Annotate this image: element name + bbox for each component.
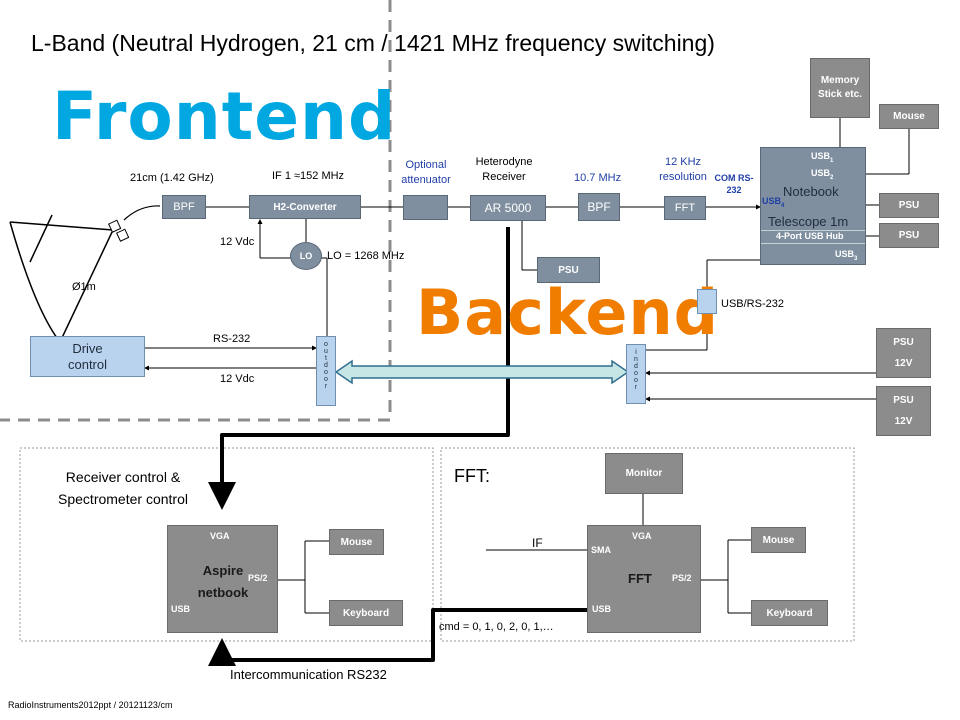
fft-vga-port[interactable]: VGA bbox=[632, 531, 652, 541]
notebook-label: Notebook bbox=[783, 184, 839, 199]
psu-12v-2-label: PSU bbox=[893, 395, 914, 406]
psu-12v-2-voltage: 12V bbox=[894, 416, 913, 427]
intercom-label: Intercommunication RS232 bbox=[230, 667, 387, 682]
aspire-netbook[interactable]: VGA Aspire netbook PS/2 USB bbox=[167, 525, 278, 633]
fft-section-label: FFT: bbox=[454, 466, 490, 486]
page-title: L-Band (Neutral Hydrogen, 21 cm / 1421 M… bbox=[31, 30, 715, 56]
drive-control-block[interactable]: Drive control bbox=[30, 336, 145, 377]
vertical-letter: o bbox=[634, 377, 638, 384]
wavelength-label: 21cm (1.42 GHz) bbox=[130, 172, 214, 184]
vertical-letter: o bbox=[634, 370, 638, 377]
usb-hub-label: 4-Port USB Hub bbox=[776, 231, 844, 241]
vertical-letter: o bbox=[324, 376, 328, 383]
fft-pc-name: FFT bbox=[628, 571, 652, 586]
drive-12vdc-label: 12 Vdc bbox=[220, 373, 255, 385]
aspire-mouse[interactable]: Mouse bbox=[329, 529, 384, 555]
fft-mouse[interactable]: Mouse bbox=[751, 527, 806, 553]
attenuator-block[interactable] bbox=[403, 195, 448, 220]
aspire-name: Aspire netbook bbox=[197, 563, 249, 600]
frontend-boundary bbox=[0, 0, 392, 422]
fft-frame bbox=[440, 447, 855, 642]
vertical-letter: d bbox=[324, 362, 328, 369]
vertical-letter: r bbox=[324, 383, 328, 390]
mouse-top-block[interactable]: Mouse bbox=[879, 104, 939, 129]
vertical-letter: o bbox=[324, 341, 328, 348]
fft-usb-port[interactable]: USB bbox=[592, 604, 612, 614]
optional-attenuator-label: Optional attenuator bbox=[401, 159, 451, 186]
aspire-ps2-port[interactable]: PS/2 bbox=[248, 573, 268, 583]
if2-label: 10.7 MHz bbox=[574, 172, 622, 184]
footer-label: RadioInstruments2012ppt / 20121123/cm bbox=[8, 700, 173, 710]
aspire-keyboard[interactable]: Keyboard bbox=[329, 600, 403, 626]
com-port-label: COM RS-232 bbox=[714, 173, 754, 195]
frontend-12vdc-label: 12 Vdc bbox=[220, 236, 255, 248]
notebook-telescope[interactable]: USB1 USB2 Notebook USB4 Telescope 1m 4-P… bbox=[760, 147, 866, 265]
lo-frequency-label: LO = 1268 MHz bbox=[327, 250, 405, 262]
monitor-block[interactable]: Monitor bbox=[605, 453, 683, 494]
rs232-label: RS-232 bbox=[213, 333, 251, 345]
backend-label: Backend bbox=[416, 276, 719, 349]
vertical-letter: i bbox=[635, 349, 637, 356]
dish-antenna bbox=[9, 214, 114, 343]
fft-sma-port[interactable]: SMA bbox=[591, 545, 611, 555]
receiver-control-label: Receiver control & Spectrometer control bbox=[58, 469, 188, 507]
psu-12v-1-label: PSU bbox=[893, 337, 914, 348]
vertical-letter: n bbox=[634, 356, 638, 363]
lo-block[interactable]: LO bbox=[290, 242, 322, 270]
usb-rs232-label: USB/RS-232 bbox=[721, 298, 784, 310]
cmd-sequence-label: cmd = 0, 1, 0, 2, 0, 1,… bbox=[439, 621, 554, 633]
psu-receiver-block[interactable]: PSU bbox=[537, 257, 600, 283]
usb2-port[interactable]: USB2 bbox=[811, 168, 834, 181]
psu-12v-1-block[interactable]: PSU 12V bbox=[876, 328, 931, 378]
vertical-letter: t bbox=[325, 355, 327, 362]
usb4-port[interactable]: USB4 bbox=[762, 196, 785, 209]
h2-converter-block[interactable]: H2-Converter bbox=[249, 195, 361, 219]
resolution-label: 12 KHz resolution bbox=[659, 156, 707, 183]
heterodyne-receiver-label: Heterodyne Receiver bbox=[475, 156, 533, 183]
vertical-letter: u bbox=[324, 348, 328, 355]
psu-right-1-block[interactable]: PSU bbox=[879, 193, 939, 218]
usb3-port[interactable]: USB3 bbox=[835, 249, 858, 262]
usb-hub: 4-Port USB Hub bbox=[761, 230, 865, 244]
memory-stick-block[interactable]: Memory Stick etc. bbox=[810, 58, 870, 118]
psu-right-2-block[interactable]: PSU bbox=[879, 223, 939, 248]
fft-pc[interactable]: VGA SMA FFT PS/2 USB bbox=[587, 525, 701, 633]
psu-12v-1-voltage: 12V bbox=[894, 358, 913, 369]
if1-label: IF 1 ≈152 MHz bbox=[272, 170, 345, 182]
notebook-sublabel: Telescope 1m bbox=[768, 214, 849, 229]
frontend-label: Frontend bbox=[52, 78, 397, 155]
if-input-label: IF bbox=[532, 536, 543, 550]
psu-12v-2-block[interactable]: PSU 12V bbox=[876, 386, 931, 436]
fft-ps2-port[interactable]: PS/2 bbox=[672, 573, 692, 583]
bpf-if-block[interactable]: BPF bbox=[578, 193, 620, 221]
usb1-port[interactable]: USB1 bbox=[811, 151, 834, 164]
aspire-vga-port[interactable]: VGA bbox=[210, 531, 230, 541]
aspire-usb-port[interactable]: USB bbox=[171, 604, 191, 614]
vertical-letter: r bbox=[634, 384, 638, 391]
usb-rs232-adapter[interactable] bbox=[697, 289, 717, 314]
vertical-letter: o bbox=[324, 369, 328, 376]
ar5000-block[interactable]: AR 5000 bbox=[470, 195, 546, 221]
fft-keyboard[interactable]: Keyboard bbox=[751, 600, 828, 626]
vertical-letter: d bbox=[634, 363, 638, 370]
fft-frontend-block[interactable]: FFT bbox=[664, 196, 706, 220]
bpf-block[interactable]: BPF bbox=[162, 195, 206, 219]
outdoor-indoor-link bbox=[334, 359, 630, 385]
dish-diameter-label: Ø1m bbox=[72, 281, 96, 293]
